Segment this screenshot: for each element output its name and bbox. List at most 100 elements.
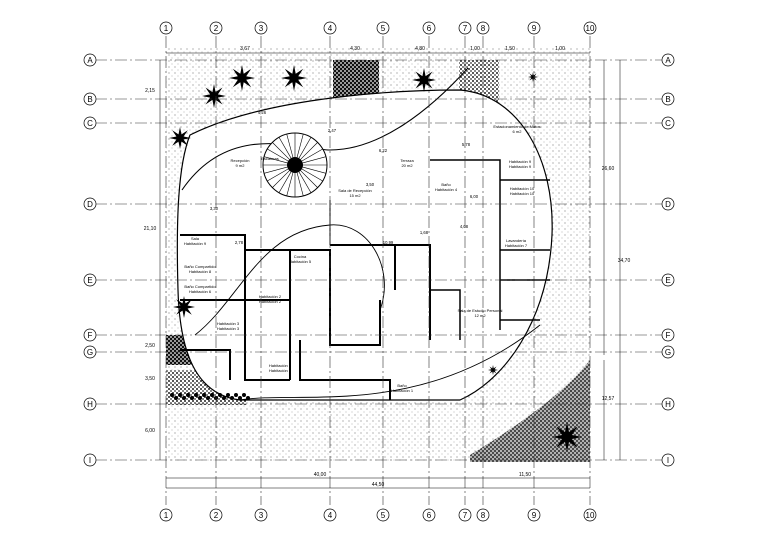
grid-row-label: E bbox=[87, 276, 92, 285]
room-area: Habitación 2 bbox=[259, 299, 282, 304]
grid-row-label: I bbox=[667, 456, 669, 465]
grid-bubble-row-D: D bbox=[83, 197, 97, 211]
grid-bubble-col-2: 2 bbox=[209, 508, 223, 522]
room-name: Sala bbox=[191, 236, 200, 241]
room-name: Baño bbox=[397, 383, 407, 388]
room-name: Lavandería bbox=[506, 238, 527, 243]
grid-bubble-col-8: 8 bbox=[476, 508, 490, 522]
grid-bubble-col-1: 1 bbox=[159, 508, 173, 522]
shrub-icon bbox=[202, 393, 206, 397]
grid-bubble-row-H: H bbox=[661, 397, 675, 411]
grid-bubble-col-3: 3 bbox=[254, 21, 268, 35]
grid-bubble-row-I: I bbox=[661, 453, 675, 467]
grid-bubble-row-G: G bbox=[661, 345, 675, 359]
grid-bubble-col-9: 9 bbox=[527, 21, 541, 35]
grid-bubble-col-6: 6 bbox=[422, 21, 436, 35]
grid-row-label: B bbox=[87, 95, 92, 104]
grid-col-label: 8 bbox=[481, 24, 486, 33]
grid-row-label: G bbox=[87, 348, 93, 357]
shrub-icon bbox=[210, 393, 214, 397]
grid-bubble-col-4: 4 bbox=[323, 508, 337, 522]
inner-dimension: 2,47 bbox=[328, 128, 337, 133]
shrub-icon bbox=[222, 396, 226, 400]
grid-bubble-row-B: B bbox=[83, 92, 97, 106]
grid-row-label: H bbox=[87, 400, 93, 409]
room-area: Habitación 9 bbox=[509, 164, 532, 169]
grid-bubble-row-I: I bbox=[83, 453, 97, 467]
room-area: Habitación 1 bbox=[391, 388, 414, 393]
grid-row-label: A bbox=[87, 56, 93, 65]
room-area: Habitación 1 bbox=[269, 368, 292, 373]
dim-top-1: 3,67 bbox=[240, 46, 250, 52]
grid-row-label: G bbox=[665, 348, 671, 357]
grid-bubble-col-6: 6 bbox=[422, 508, 436, 522]
shrub-icon bbox=[178, 393, 182, 397]
dim-left-1: 2,15 bbox=[145, 88, 155, 94]
grid-col-label: 3 bbox=[259, 24, 264, 33]
grid-col-label: 8 bbox=[481, 511, 486, 520]
shrub-icon bbox=[234, 393, 238, 397]
grid-row-label: H bbox=[665, 400, 671, 409]
grid-col-label: 2 bbox=[214, 24, 219, 33]
grid-bubble-col-7: 7 bbox=[458, 21, 472, 35]
room-area: Habitación 6 bbox=[189, 289, 212, 294]
tree-icon bbox=[488, 365, 498, 375]
tree-icon bbox=[552, 422, 582, 452]
room-area: Habitación 8 bbox=[189, 269, 212, 274]
shrub-icon bbox=[218, 393, 222, 397]
grid-bubble-row-F: F bbox=[661, 328, 675, 342]
room-name: Habitación 3 bbox=[217, 321, 240, 326]
dim-left-2: 21,10 bbox=[144, 226, 157, 232]
grid-bubble-col-5: 5 bbox=[376, 21, 390, 35]
grid-bubble-row-A: A bbox=[83, 53, 97, 67]
tree-icon bbox=[281, 65, 307, 91]
shrub-icon bbox=[182, 396, 186, 400]
dim-left-3: 2,50 bbox=[145, 343, 155, 349]
grid-row-label: B bbox=[665, 95, 670, 104]
inner-dimension: 2,78 bbox=[235, 240, 244, 245]
grid-col-label: 4 bbox=[328, 24, 333, 33]
inner-dimension: 10,99 bbox=[383, 240, 394, 245]
grid-col-label: 7 bbox=[463, 24, 468, 33]
grid-row-label: C bbox=[87, 119, 93, 128]
dim-top-4: 1,00 bbox=[470, 46, 480, 52]
dimension-lines bbox=[159, 52, 621, 489]
grid-bubble-row-C: C bbox=[661, 116, 675, 130]
grid-col-label: 4 bbox=[328, 511, 333, 520]
inner-dimension: 3,50 bbox=[366, 182, 375, 187]
tree-icon bbox=[412, 68, 436, 92]
grid-col-label: 6 bbox=[427, 511, 432, 520]
grid-bubble-col-2: 2 bbox=[209, 21, 223, 35]
grid-bubble-col-5: 5 bbox=[376, 508, 390, 522]
dim-left-4: 3,50 bbox=[145, 376, 155, 382]
room-area: 6 m2 bbox=[513, 129, 523, 134]
grid-bubble-col-7: 7 bbox=[458, 508, 472, 522]
room-area: Habitación 4 bbox=[435, 187, 458, 192]
dim-right-2: 34,70 bbox=[618, 258, 631, 264]
grid-col-label: 7 bbox=[463, 511, 468, 520]
dim-bottom-overall: 40,00 bbox=[314, 472, 327, 478]
room-area: 9 m2 bbox=[236, 163, 246, 168]
dimensions: 3,67 4,30 4,80 1,00 1,50 1,00 2,15 21,10… bbox=[144, 46, 631, 488]
inner-dimension: 1,68 bbox=[420, 230, 429, 235]
room-area: Habitación 5 bbox=[289, 259, 312, 264]
room-area: Habitación 9 bbox=[184, 241, 207, 246]
room-area: 15 m2 bbox=[349, 193, 361, 198]
dim-top-3: 4,80 bbox=[415, 46, 425, 52]
grid-col-label: 6 bbox=[427, 24, 432, 33]
dim-top-5: 1,50 bbox=[505, 46, 515, 52]
room-area: 12 m2 bbox=[474, 313, 486, 318]
grid-bubble-row-E: E bbox=[661, 273, 675, 287]
grid-col-label: 9 bbox=[532, 24, 537, 33]
tree-icon bbox=[173, 296, 195, 318]
inner-dimension: 4,26 bbox=[258, 110, 267, 115]
inner-dimension: 3,30 bbox=[210, 206, 219, 211]
grid-row-label: E bbox=[665, 276, 670, 285]
inner-dimensions: 4,262,476,225,786,003,5010,991,684,083,3… bbox=[210, 110, 479, 245]
dim-top-2: 4,30 bbox=[350, 46, 360, 52]
grid-col-label: 9 bbox=[532, 511, 537, 520]
room-name: Habitación 1 bbox=[269, 363, 292, 368]
shrub-icon bbox=[190, 396, 194, 400]
